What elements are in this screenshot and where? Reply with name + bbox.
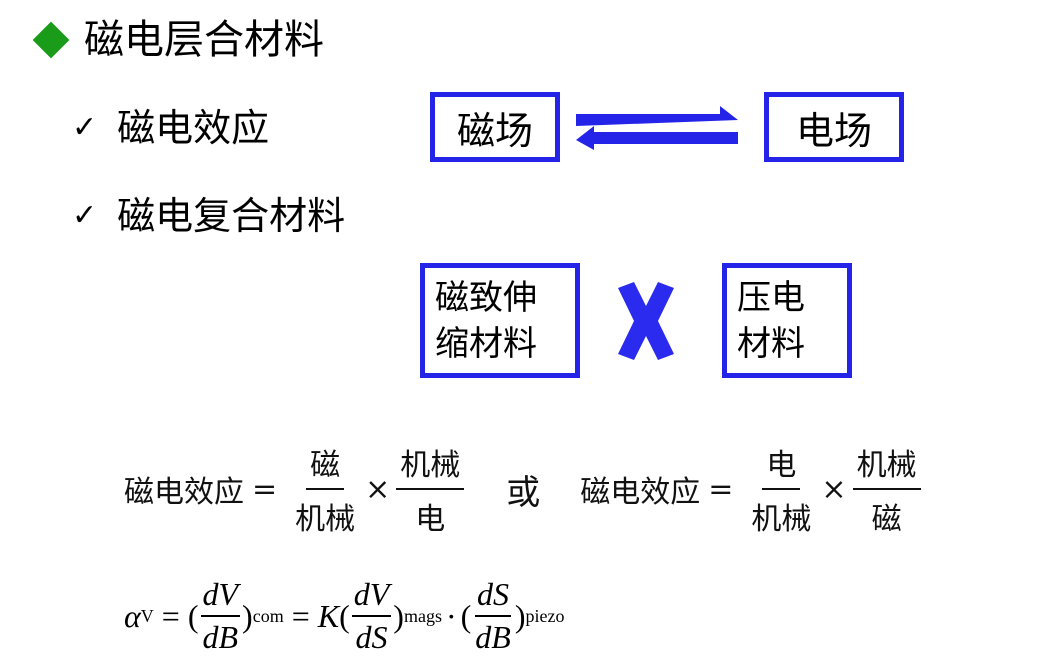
equals-sign: = bbox=[161, 597, 180, 634]
equation2-fraction2: 机械 磁 bbox=[852, 440, 921, 538]
fraction-numerator: 电 bbox=[762, 440, 801, 490]
dot-operator: · bbox=[445, 597, 457, 634]
diamond-bullet-icon bbox=[32, 21, 70, 59]
piezoelectric-material-box: 压电 材料 bbox=[722, 263, 852, 378]
times-sign: × bbox=[821, 471, 847, 507]
times-sign: × bbox=[365, 471, 391, 507]
checkmark-icon: ✓ bbox=[72, 110, 98, 145]
cross-multiply-icon bbox=[618, 282, 674, 360]
right-arrow bbox=[576, 106, 738, 126]
fraction-denominator: 机械 bbox=[295, 502, 356, 537]
fraction-numerator: dS bbox=[475, 576, 512, 617]
fraction-numerator: dV bbox=[351, 576, 392, 617]
formula-fraction1: dV dB bbox=[200, 576, 241, 656]
slide-title-text: 磁电层合材料 bbox=[84, 17, 324, 63]
fraction-numerator: 机械 bbox=[396, 440, 465, 490]
k-constant: K bbox=[317, 597, 340, 634]
electric-field-label: 电场 bbox=[795, 108, 872, 153]
formula-fraction3: dS dB bbox=[473, 576, 513, 656]
left-arrow bbox=[576, 126, 738, 150]
bullet-text: 磁电复合材料 bbox=[117, 194, 346, 238]
magnetic-field-label: 磁场 bbox=[456, 108, 533, 153]
equation-row: 磁电效应 = 磁 机械 × 机械 电 或 磁电效应 = 电 机械 × 机械 磁 bbox=[124, 440, 927, 538]
equation1-fraction2: 机械 电 bbox=[396, 440, 465, 538]
fraction-denominator: dB bbox=[475, 619, 511, 655]
formula-fraction2: dV dS bbox=[351, 576, 392, 656]
checkmark-icon: ✓ bbox=[72, 198, 98, 233]
fraction-denominator: 电 bbox=[415, 502, 446, 537]
bullet-item-effect: ✓ 磁电效应 bbox=[72, 102, 269, 154]
alpha-symbol: α bbox=[124, 597, 141, 634]
fraction-denominator: dB bbox=[202, 619, 239, 655]
piezoelectric-label-line1: 压电 bbox=[737, 277, 805, 318]
bidirectional-arrow-icon bbox=[576, 106, 738, 150]
bullet-text: 磁电效应 bbox=[117, 106, 270, 150]
alpha-subscript: V bbox=[140, 605, 154, 626]
equation2-lhs: 磁电效应 bbox=[580, 475, 701, 510]
equals-sign: = bbox=[708, 471, 734, 507]
equation1-fraction1: 磁 机械 bbox=[291, 440, 359, 538]
equals-sign: = bbox=[252, 471, 278, 507]
bullet-item-composite: ✓ 磁电复合材料 bbox=[72, 190, 345, 242]
fraction-numerator: 机械 bbox=[852, 440, 921, 490]
magnetic-field-box: 磁场 bbox=[430, 92, 560, 162]
subscript-com: com bbox=[252, 605, 284, 626]
magnetostrictive-label-line1: 磁致伸 bbox=[435, 277, 537, 318]
electric-field-box: 电场 bbox=[764, 92, 904, 162]
equals-sign: = bbox=[291, 597, 310, 634]
fraction-denominator: 机械 bbox=[751, 502, 812, 537]
fraction-denominator: 磁 bbox=[871, 502, 902, 537]
fraction-numerator: 磁 bbox=[306, 440, 345, 490]
subscript-piezo: piezo bbox=[525, 605, 565, 626]
equation2-fraction1: 电 机械 bbox=[747, 440, 815, 538]
magnetostrictive-material-box: 磁致伸 缩材料 bbox=[420, 263, 580, 378]
equation1-lhs: 磁电效应 bbox=[124, 475, 244, 510]
piezoelectric-label-line2: 材料 bbox=[737, 323, 805, 364]
fraction-numerator: dV bbox=[200, 576, 241, 617]
magnetostrictive-label-line2: 缩材料 bbox=[435, 323, 537, 364]
or-text: 或 bbox=[506, 472, 541, 513]
fraction-denominator: dS bbox=[355, 619, 388, 655]
slide-title: 磁电层合材料 bbox=[32, 12, 324, 68]
subscript-mags: mags bbox=[403, 605, 442, 626]
